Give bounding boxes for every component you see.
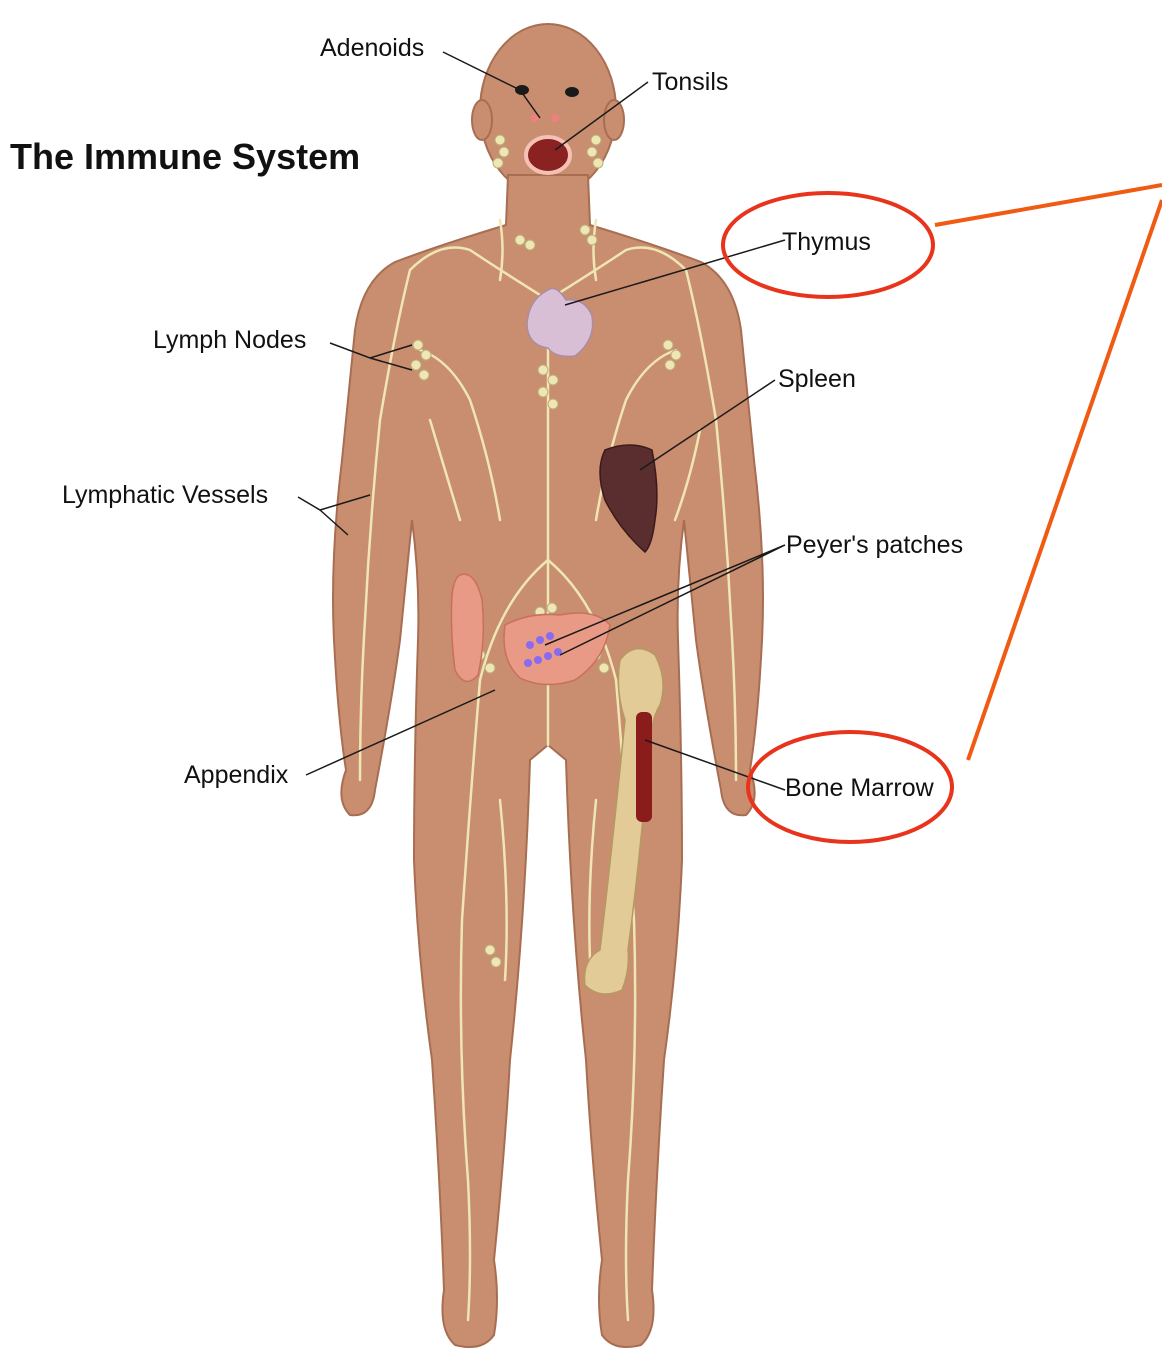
label-tonsils: Tonsils	[652, 67, 728, 97]
label-lymph-nodes: Lymph Nodes	[153, 325, 306, 355]
highlight-annotations	[723, 185, 1162, 842]
left-ear	[472, 100, 492, 140]
marrow	[636, 712, 652, 822]
label-peyers-patches: Peyer's patches	[786, 530, 963, 560]
thymus-connector-line	[935, 185, 1162, 225]
bone-marrow-connector-line	[968, 200, 1162, 760]
label-spleen: Spleen	[778, 364, 856, 394]
label-thymus: Thymus	[782, 227, 871, 257]
label-bone-marrow: Bone Marrow	[785, 773, 934, 803]
label-adenoids: Adenoids	[320, 33, 424, 63]
label-lymphatic-vessels: Lymphatic Vessels	[62, 480, 268, 510]
label-appendix: Appendix	[184, 760, 288, 790]
diagram-title: The Immune System	[10, 136, 360, 178]
